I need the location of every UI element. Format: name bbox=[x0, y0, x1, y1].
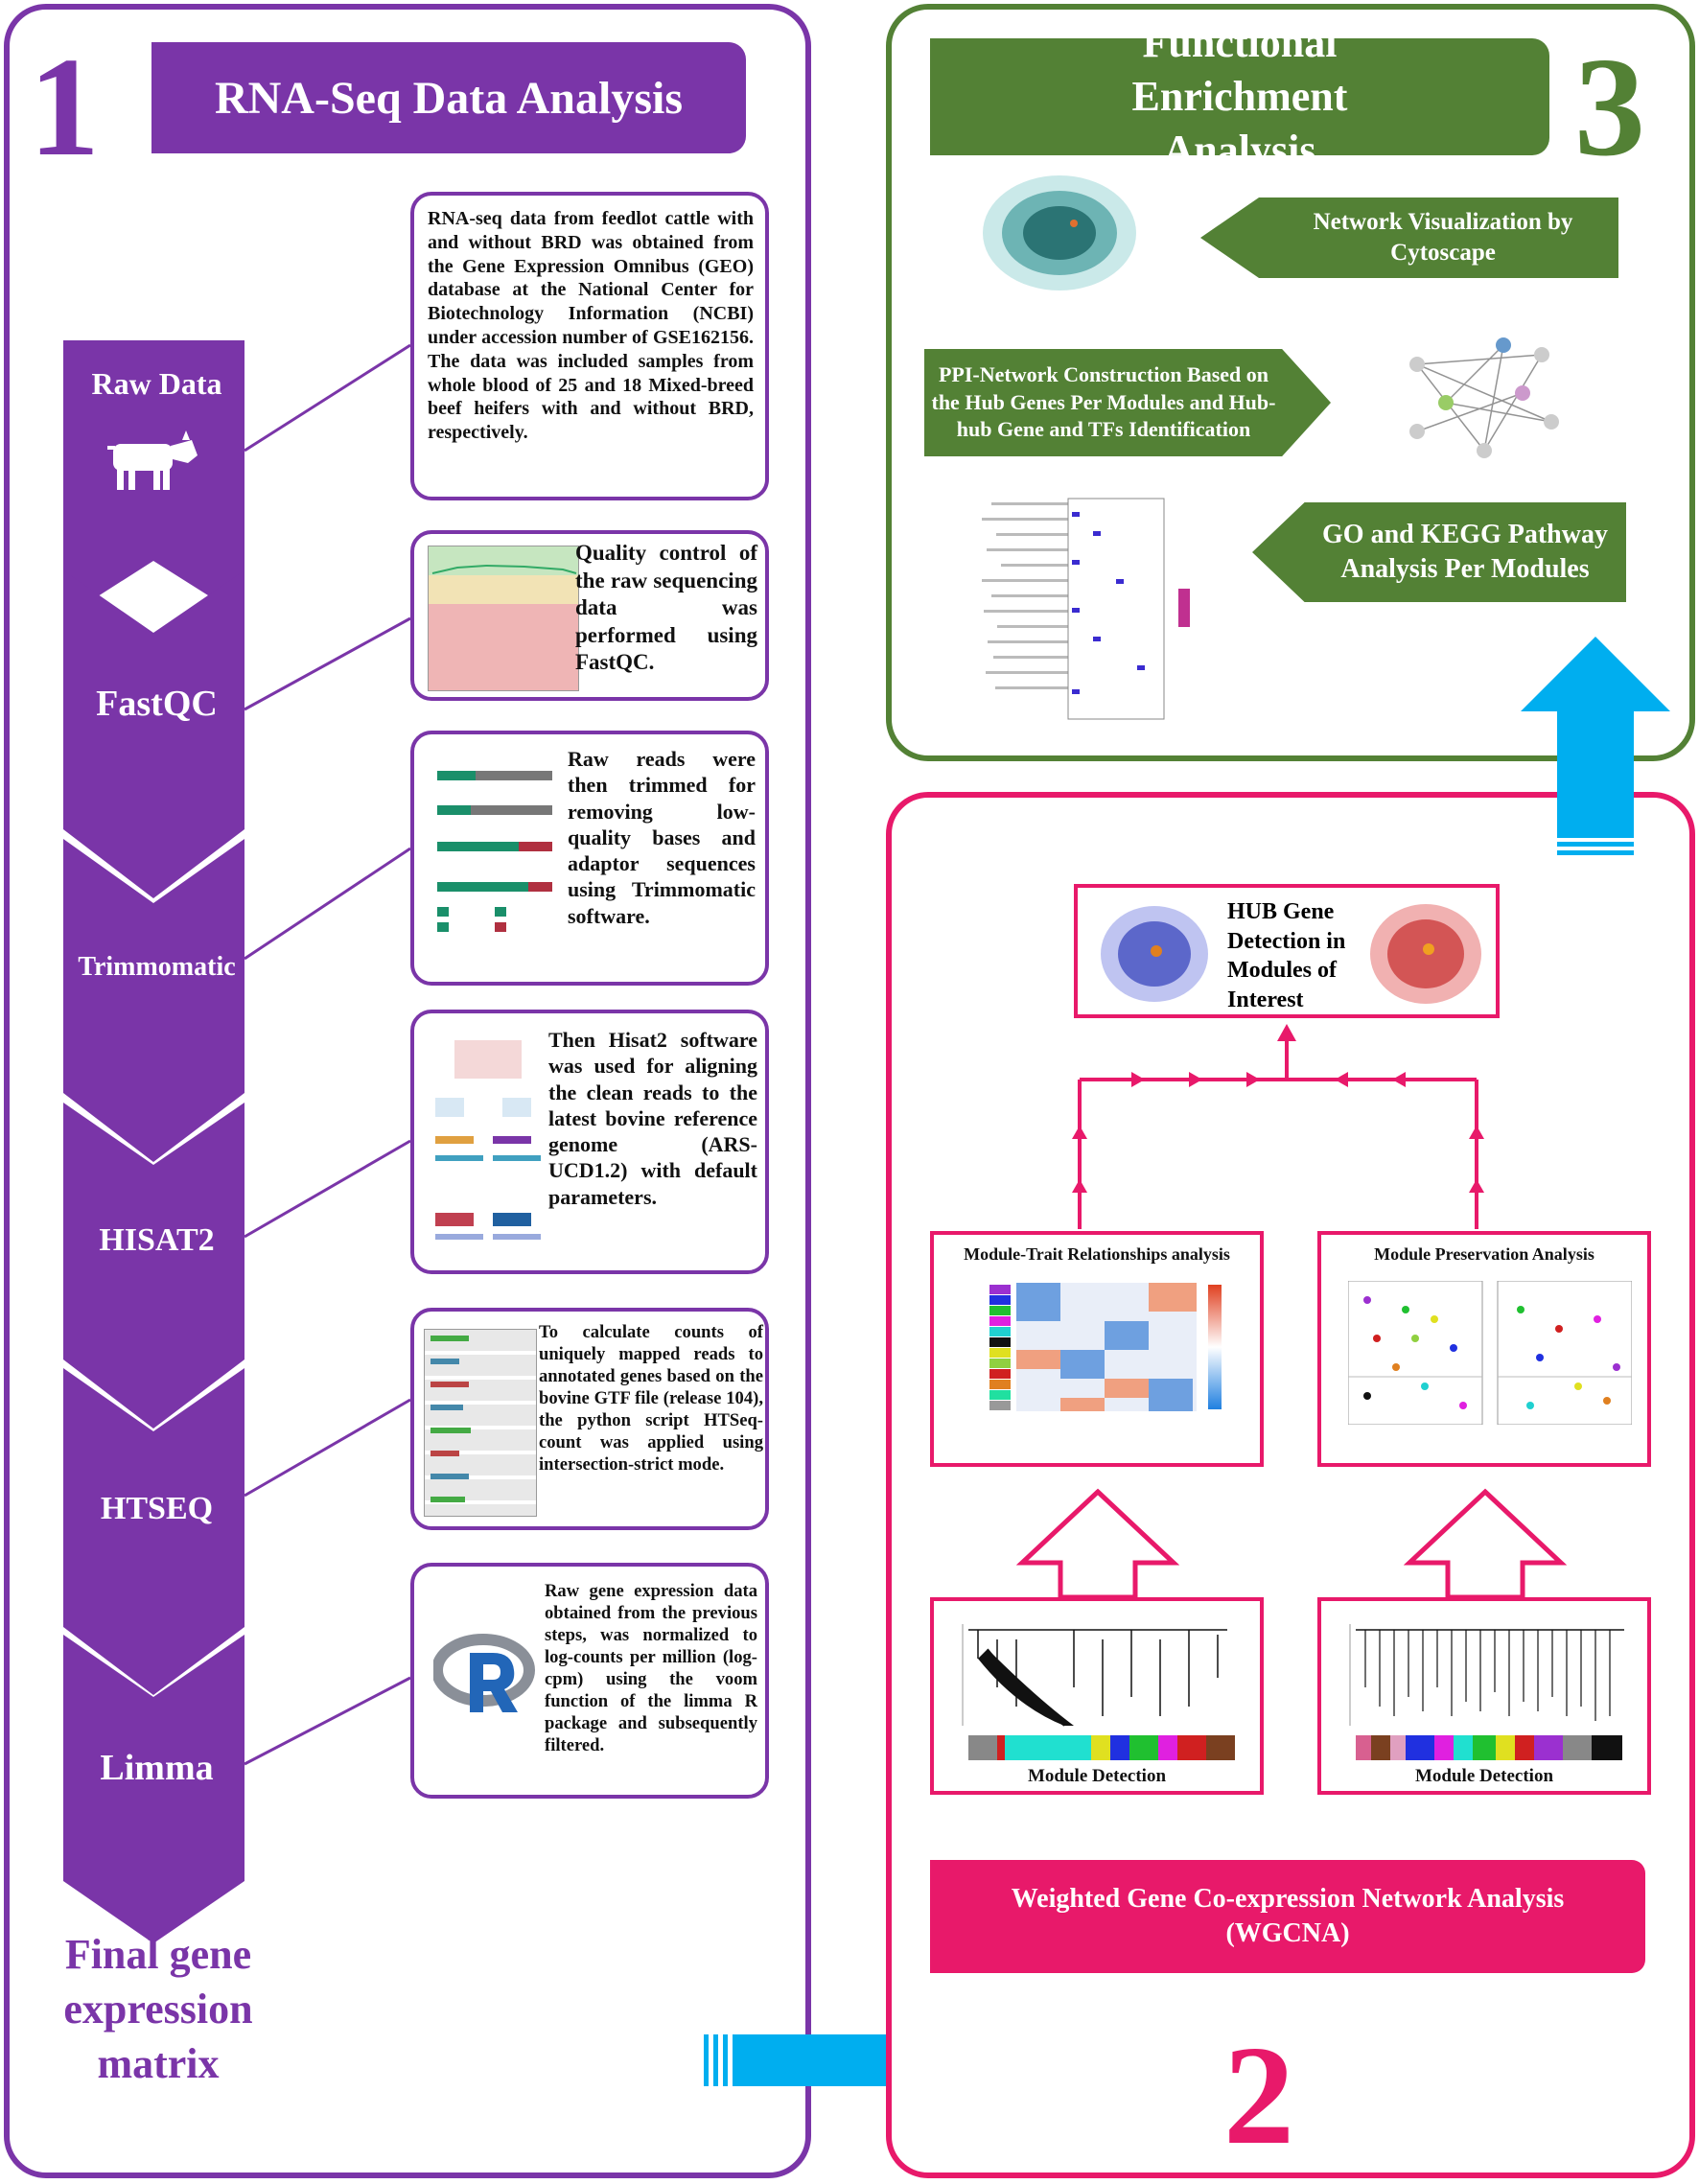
network-visualization-text: Network Visualization by Cytoscape bbox=[1313, 208, 1573, 267]
step-box-htseq: To calculate counts of uniquely mapped r… bbox=[410, 1308, 769, 1530]
module-trait-heatmap-cells bbox=[988, 1283, 1197, 1411]
htseq-feature-bars bbox=[431, 1336, 471, 1502]
network-visualization-label: Network Visualization by Cytoscape bbox=[1200, 197, 1618, 278]
go-kegg-label: GO and KEGG Pathway Analysis Per Modules bbox=[1252, 502, 1626, 602]
module-preservation-box: Module Preservation Analysis bbox=[1317, 1231, 1651, 1467]
module-trait-title: Module-Trait Relationships analysis bbox=[964, 1244, 1230, 1264]
final-output-label: Final gene expression matrix bbox=[63, 1931, 253, 2088]
chevron-limma bbox=[63, 1635, 244, 1943]
heatmap-color-scale bbox=[1208, 1285, 1222, 1409]
fastqc-quality-curve bbox=[431, 564, 577, 574]
step-desc-fastqc: Quality control of the raw sequencing da… bbox=[575, 541, 757, 675]
panel1-title-text: RNA-Seq Data Analysis bbox=[214, 72, 684, 124]
r-logo-icon bbox=[433, 1634, 535, 1712]
module-detection-box-left: Module Detection bbox=[930, 1597, 1264, 1795]
wgcna-title-text: Weighted Gene Co-expression Network Anal… bbox=[1011, 1883, 1565, 1948]
step-label-raw-data: Raw Data bbox=[91, 366, 222, 401]
module-detection-left-title: Module Detection bbox=[1027, 1766, 1167, 1786]
step-connectors bbox=[244, 343, 411, 1766]
module-trait-heatmap bbox=[988, 1283, 1199, 1411]
arrow-module-detection-to-preservation bbox=[1404, 1488, 1567, 1600]
panel2-number: 2 bbox=[1223, 2017, 1294, 2174]
hub-gene-box: HUB Gene Detection in Modules of Interes… bbox=[1074, 884, 1500, 1018]
hub-network-blue-thumbnail bbox=[1101, 906, 1208, 1002]
chevron-fastqc bbox=[63, 570, 244, 898]
dendrogram-right bbox=[1349, 1624, 1624, 1760]
panel3-number: 3 bbox=[1574, 29, 1645, 186]
hub-gene-text: HUB Gene Detection in Modules of Interes… bbox=[1227, 899, 1346, 1013]
hub-network-red-thumbnail bbox=[1370, 904, 1481, 1004]
module-detection-right-title: Module Detection bbox=[1414, 1766, 1554, 1786]
arrow-to-enrichment-overlap bbox=[1557, 792, 1634, 855]
hisat2-alignment-diagram bbox=[435, 1040, 541, 1240]
step-label-trimmomatic: Trimmomatic bbox=[78, 952, 236, 982]
hub-connector-tree bbox=[1072, 1024, 1484, 1229]
panel1-number: 1 bbox=[29, 29, 100, 186]
step-label-fastqc: FastQC bbox=[96, 684, 218, 724]
module-preservation-title: Module Preservation Analysis bbox=[1374, 1244, 1594, 1264]
chevron-trimmomatic bbox=[63, 839, 244, 1162]
go-kegg-dotplot bbox=[982, 498, 1190, 720]
module-detection-box-right: Module Detection bbox=[1317, 1597, 1651, 1795]
ppi-network-thumbnail bbox=[1409, 337, 1559, 458]
go-kegg-dotplot-thumbnail bbox=[924, 493, 1212, 725]
step-desc-limma: Raw gene expression data obtained from t… bbox=[545, 1581, 757, 1756]
ppi-network-label: PPI-Network Construction Based on the Hu… bbox=[924, 349, 1331, 456]
chevron-hisat2 bbox=[63, 1103, 244, 1429]
step-label-limma: Limma bbox=[100, 1748, 214, 1788]
dendrogram-left bbox=[962, 1624, 1235, 1760]
panel3-title: Functional Enrichment Analysis bbox=[930, 19, 1549, 174]
step-box-limma: Raw gene expression data obtained from t… bbox=[410, 1563, 769, 1799]
cow-icon bbox=[107, 430, 198, 490]
ppi-network-text: PPI-Network Construction Based on the Hu… bbox=[931, 362, 1276, 442]
step-box-hisat2: Then Hisat2 software was used for aligni… bbox=[410, 1010, 769, 1274]
panel3-title-text: Functional Enrichment Analysis bbox=[1131, 18, 1348, 174]
step-desc-raw-data: RNA-seq data from feedlot cattle with an… bbox=[428, 208, 754, 444]
step-desc-trimmomatic: Raw reads were then trimmed for removing… bbox=[568, 747, 756, 928]
chevron-htseq bbox=[63, 1368, 244, 1695]
fastqc-plot-thumbnail bbox=[428, 546, 579, 691]
step-label-hisat2: HISAT2 bbox=[99, 1222, 215, 1258]
step-label-htseq: HTSEQ bbox=[100, 1491, 214, 1526]
wgcna-title: Weighted Gene Co-expression Network Anal… bbox=[930, 1860, 1645, 1973]
step-box-trimmomatic: Raw reads were then trimmed for removing… bbox=[410, 731, 769, 986]
step-desc-hisat2: Then Hisat2 software was used for aligni… bbox=[548, 1028, 757, 1209]
panel1-title: RNA-Seq Data Analysis bbox=[151, 42, 746, 153]
step-box-fastqc: Quality control of the raw sequencing da… bbox=[410, 530, 769, 701]
step-box-raw-data: RNA-seq data from feedlot cattle with an… bbox=[410, 192, 769, 500]
step-desc-htseq: To calculate counts of uniquely mapped r… bbox=[539, 1322, 763, 1475]
module-trait-box: Module-Trait Relationships analysis bbox=[930, 1231, 1264, 1467]
trimmomatic-diagram bbox=[437, 771, 552, 932]
module-preservation-scatter bbox=[1348, 1281, 1632, 1425]
htseq-modes-table bbox=[424, 1329, 537, 1517]
arrow-module-detection-to-trait bbox=[1016, 1488, 1179, 1600]
go-kegg-text: GO and KEGG Pathway Analysis Per Modules bbox=[1322, 519, 1608, 584]
cytoscape-network-thumbnail bbox=[983, 175, 1136, 290]
